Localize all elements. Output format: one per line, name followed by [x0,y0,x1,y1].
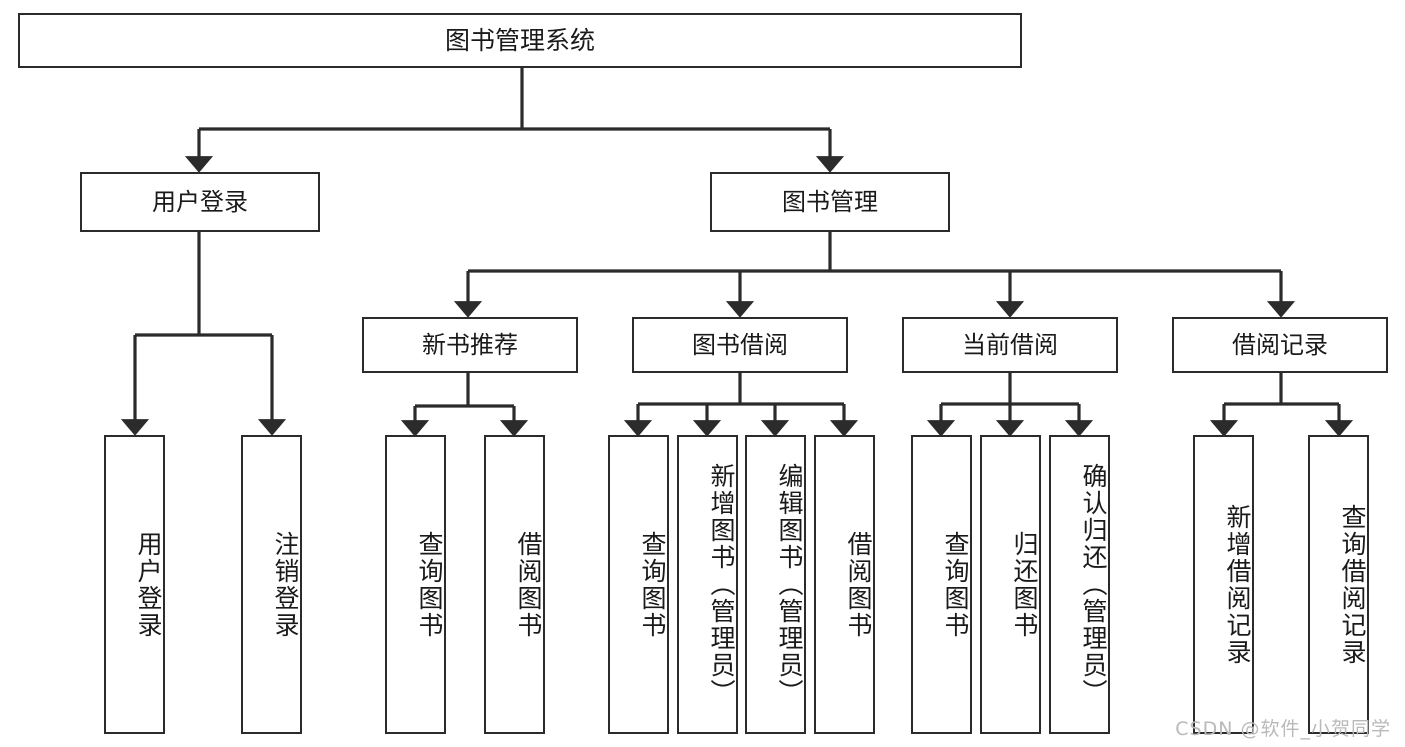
node-label: 当前借阅 [962,330,1058,359]
leaf-current-borrow-return-book[interactable]: 归还图书 [980,435,1041,734]
leaf-book-borrow-edit-book-admin[interactable]: 编辑图书（管理员） [745,435,806,734]
node-label: 查询图书 [638,530,667,639]
node-book-management[interactable]: 图书管理 [710,172,950,232]
node-user-login[interactable]: 用户登录 [80,172,320,232]
node-label: 用户登录 [134,530,163,639]
node-new-book-recommend[interactable]: 新书推荐 [362,317,578,373]
leaf-current-borrow-confirm-return-admin[interactable]: 确认归还（管理员） [1049,435,1110,734]
node-label: 编辑图书（管理员） [775,463,804,706]
node-label: 查询借阅记录 [1338,503,1367,666]
node-label: 图书借阅 [692,330,788,359]
leaf-user-login-login[interactable]: 用户登录 [104,435,165,734]
node-label: 借阅图书 [514,530,543,639]
node-label: 用户登录 [152,187,248,216]
leaf-new-book-borrow-book[interactable]: 借阅图书 [484,435,545,734]
leaf-new-book-query-book[interactable]: 查询图书 [385,435,446,734]
node-label: 图书管理 [782,187,878,216]
node-label: 注销登录 [271,530,300,639]
leaf-borrow-record-query-record[interactable]: 查询借阅记录 [1308,435,1369,734]
leaf-borrow-record-add-record[interactable]: 新增借阅记录 [1193,435,1254,734]
node-book-borrow[interactable]: 图书借阅 [632,317,848,373]
leaf-book-borrow-borrow-book[interactable]: 借阅图书 [814,435,875,734]
leaf-book-borrow-query-book[interactable]: 查询图书 [608,435,669,734]
node-label: 确认归还（管理员） [1079,463,1108,706]
node-label: 新增借阅记录 [1223,503,1252,666]
node-label: 新书推荐 [422,330,518,359]
node-root-book-management-system[interactable]: 图书管理系统 [18,13,1022,68]
leaf-book-borrow-add-book-admin[interactable]: 新增图书（管理员） [677,435,738,734]
node-label: 查询图书 [415,530,444,639]
node-label: 归还图书 [1010,530,1039,639]
node-label: 图书管理系统 [444,25,595,55]
node-label: 借阅图书 [844,530,873,639]
node-label: 借阅记录 [1232,330,1328,359]
leaf-current-borrow-query-book[interactable]: 查询图书 [911,435,972,734]
watermark-text: CSDN @软件_小贺同学 [1175,718,1391,740]
node-label: 新增图书（管理员） [707,463,736,706]
leaf-user-login-logout[interactable]: 注销登录 [241,435,302,734]
node-label: 查询图书 [941,530,970,639]
node-borrow-record[interactable]: 借阅记录 [1172,317,1388,373]
node-current-borrow[interactable]: 当前借阅 [902,317,1118,373]
